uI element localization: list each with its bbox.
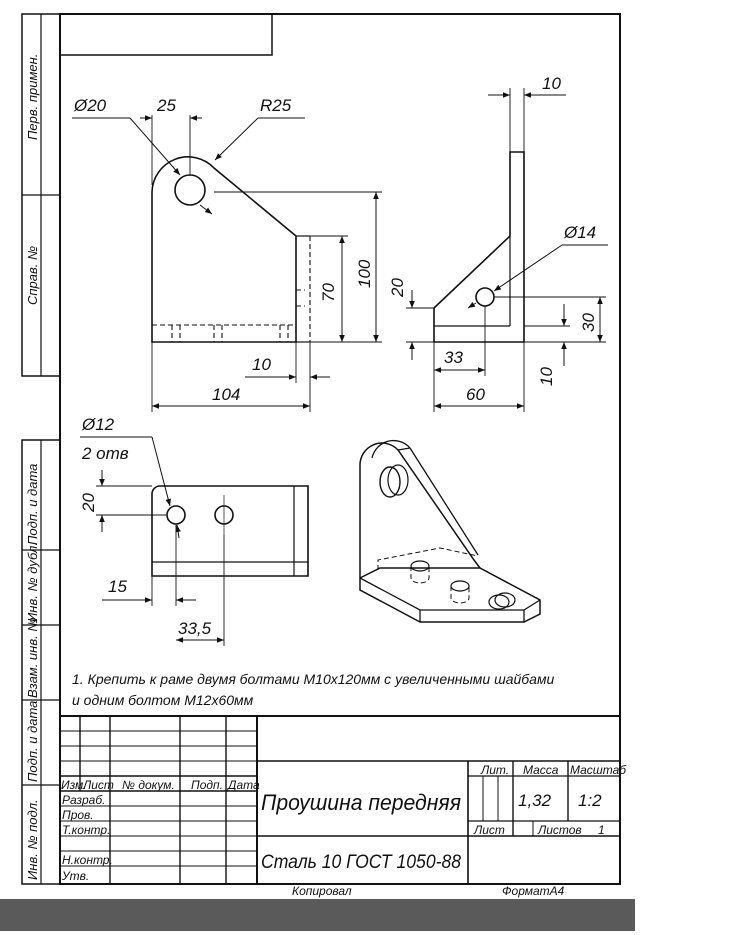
part-name: Проушина передняя [261, 790, 461, 815]
dim-d12: Ø12 [81, 415, 115, 434]
footer-kopiroval: Копировал [292, 884, 352, 898]
footer-format: ФорматА4 [502, 884, 565, 898]
lbl-listov: Листов [537, 823, 582, 837]
side-strip [21, 13, 61, 885]
dim-70: 70 [319, 283, 338, 302]
dim-r25: R25 [260, 96, 292, 115]
side-inv-dubl: Инв. № дубл. [25, 542, 40, 622]
row-razrab: Разраб. [62, 793, 105, 807]
side-vzam-inv: Взам. инв. № [25, 618, 40, 698]
title-block-grid [60, 715, 620, 884]
val-masshtab: 1:2 [578, 791, 602, 810]
dim-20-plan: 20 [79, 493, 98, 513]
hdr-data: Дата [226, 778, 260, 792]
lbl-masshtab: Масштаб [570, 763, 627, 777]
note-line-1: 1. Крепить к раме двумя болтами М10х120м… [72, 671, 555, 687]
val-listov: 1 [598, 823, 605, 837]
dim-30: 30 [579, 313, 598, 332]
hdr-izm: Изм. [61, 778, 87, 792]
dim-100: 100 [355, 259, 374, 288]
bottom-scroll-bar[interactable] [0, 899, 635, 931]
dim-10-side: 10 [537, 367, 556, 386]
dim-20-side: 20 [388, 278, 407, 298]
front-view [72, 115, 382, 412]
lbl-list: Лист [473, 823, 505, 837]
lbl-lit: Лит. [480, 763, 509, 777]
side-podp-data-2: Подп. и дата [25, 701, 40, 782]
lbl-massa: Масса [523, 763, 559, 777]
dim-104: 104 [212, 385, 240, 404]
row-utv: Утв. [61, 869, 89, 883]
footer-format-label: Формат [502, 884, 550, 898]
part-material: Сталь 10 ГОСТ 1050-88 [261, 852, 461, 873]
side-sprav-no: Справ. № [25, 246, 40, 305]
hdr-list: Лист [82, 778, 114, 792]
hdr-doc: № докум. [122, 778, 175, 792]
dim-10-top: 10 [542, 74, 561, 93]
dim-10-front: 10 [252, 355, 271, 374]
plan-view [80, 436, 309, 646]
dim-2-otv: 2 отв [81, 444, 129, 463]
dim-d20: Ø20 [73, 96, 107, 115]
dim-33: 33 [444, 348, 463, 367]
side-view [406, 88, 608, 412]
dim-33-5: 33,5 [178, 619, 212, 638]
footer-format-value: А4 [549, 884, 565, 898]
row-nkontr: Н.контр. [62, 853, 113, 867]
hdr-podp: Подп. [191, 778, 223, 792]
sheet-frame [59, 13, 621, 885]
val-massa: 1,32 [518, 791, 552, 810]
side-inv-podl: Инв. № подл. [25, 799, 40, 880]
note-line-2: и одним болтом М12х60мм [72, 692, 254, 708]
dim-25: 25 [156, 96, 176, 115]
dim-d14: Ø14 [563, 223, 596, 242]
isometric-view [359, 439, 541, 623]
dim-15: 15 [108, 577, 127, 596]
row-prov: Пров. [62, 808, 94, 822]
side-podp-data-1: Подп. и дата [25, 464, 40, 545]
side-perv-primen: Перв. примен. [25, 54, 40, 140]
dim-60: 60 [466, 385, 485, 404]
row-tkontr: Т.контр. [62, 823, 110, 837]
